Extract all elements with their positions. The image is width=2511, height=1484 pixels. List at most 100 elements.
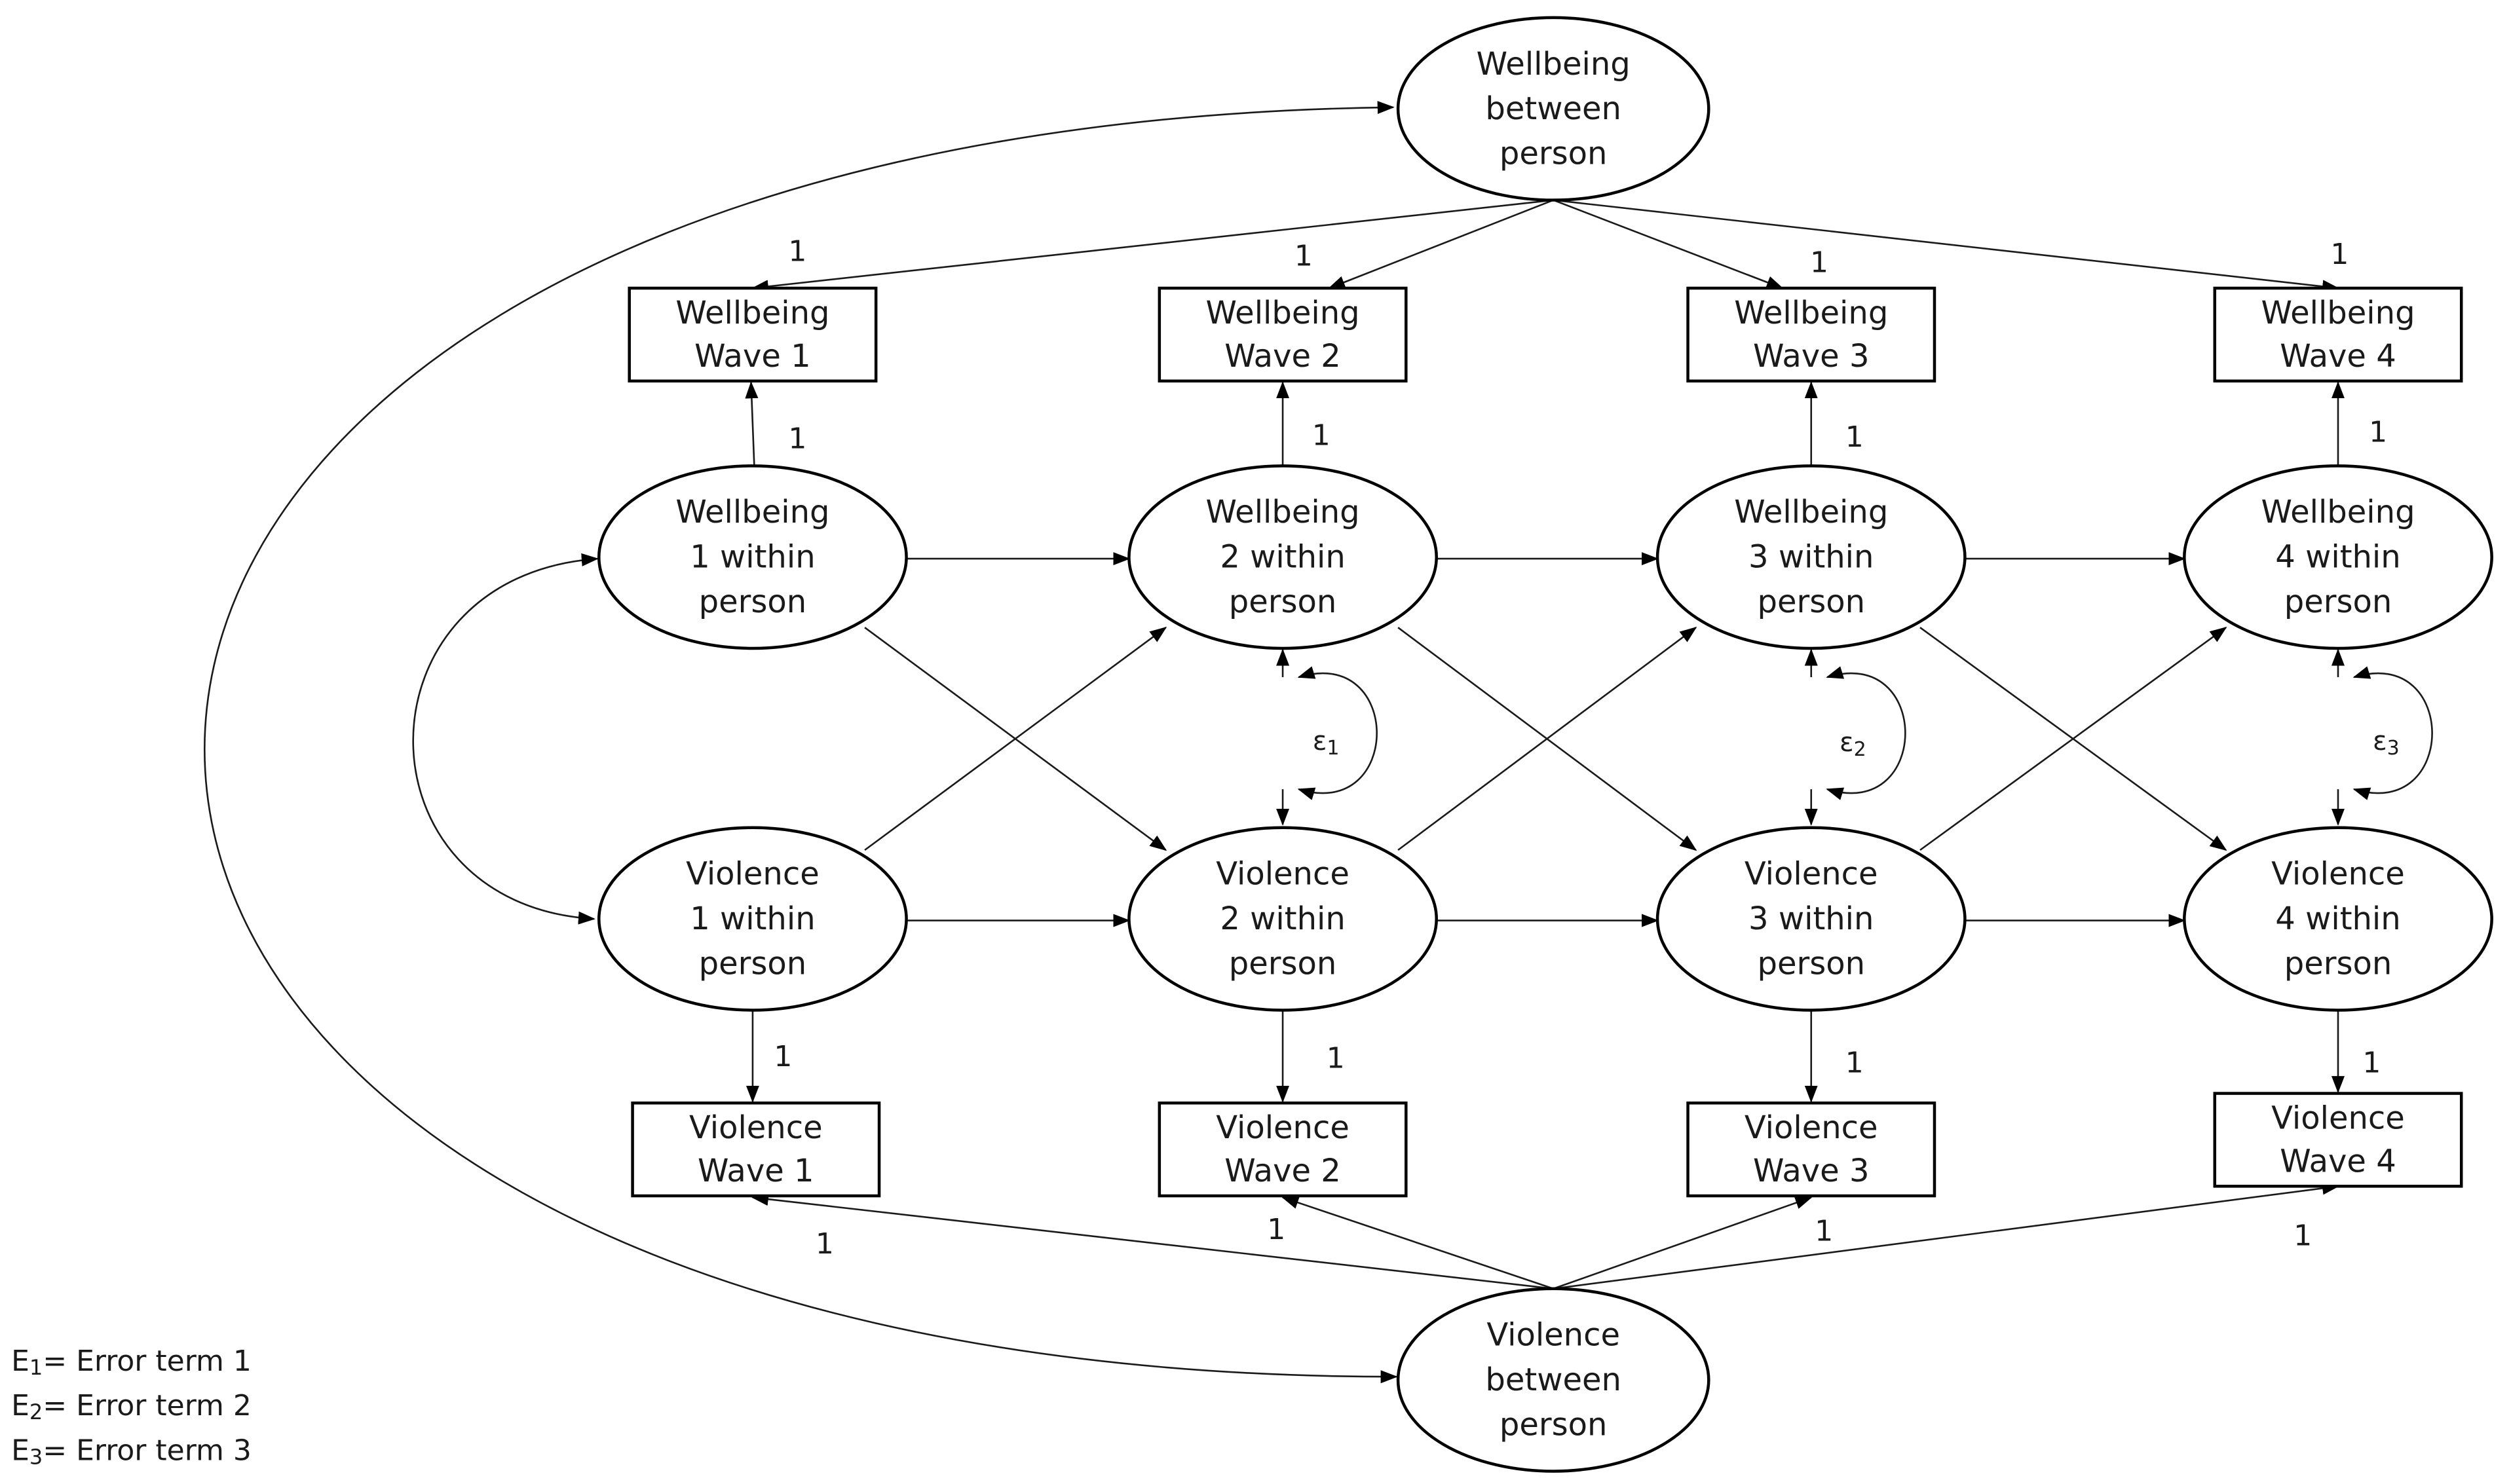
wb-between-label-line-2: between [1485,90,1621,127]
v-between-loading-label-2: 1 [1267,1213,1285,1246]
wb-within-3-label-line-3: person [1757,584,1865,620]
wb-within-4-label-line-1: Wellbeing [2261,494,2415,530]
wb-within-loading-label-3: 1 [1845,420,1864,454]
v-within-4-label-line-2: 4 within [2275,900,2400,937]
v-within-loading-label-2: 1 [1327,1041,1345,1075]
error-term-label-3: ε3 [2373,726,2400,760]
wb-between-loading-label-2: 1 [1294,240,1313,273]
nodes-layer: WellbeingbetweenpersonViolencebetweenper… [597,16,2493,1473]
wb-between-arrow-1 [751,199,1554,293]
v-within-3-node: Violence 3 within person [1655,826,1967,1012]
wb-within-3-label-line-1: Wellbeing [1734,494,1888,530]
v-obs-3-label-line-2: Wave 3 [1753,1153,1870,1189]
v-obs-4-label-line-1: Violence [2271,1100,2405,1136]
v-obs-2-label-line-1: Violence [1216,1109,1350,1146]
error-covariance-loop-3 [2352,666,2433,800]
cross-lag-v-to-wb-arrow-2 [1397,627,1697,851]
v-obs-4-box [2213,1092,2463,1188]
v-between-arrow-3 [1553,1196,1813,1290]
wb-between-arrow-3 [1553,199,1784,289]
v-between-label-line-2: between [1485,1362,1621,1398]
legend-entry-1: E1= Error term 1 [11,1344,252,1380]
v-within-2-ellipse [1127,826,1438,1012]
v-within-1-label-line-1: Violence [686,856,820,893]
wb-between-ellipse [1396,16,1710,202]
wb-obs-4-box [2213,286,2463,383]
wb-within-1-label-line-2: 1 within [690,539,815,576]
wb-between-loading-label-1: 1 [788,234,806,268]
wb-within-2-ellipse [1127,464,1438,650]
wb-within-3-ellipse [1655,464,1967,650]
v-between-loading-label-4: 1 [2294,1219,2312,1253]
wb-obs-1-label-line-1: Wellbeing [675,295,829,331]
legend: E1= Error term 1E2= Error term 2E3= Erro… [11,1344,252,1469]
wb-between-label-line-3: person [1500,136,1608,172]
v-between-arrow-2 [1281,1196,1554,1290]
v-obs-3-box [1686,1101,1936,1198]
error-term-label-1: ε1 [1313,726,1340,760]
v-obs-4-label-line-2: Wave 4 [2280,1143,2396,1179]
v-within-1-label-line-3: person [699,946,807,982]
v-obs-2-label-line-2: Wave 2 [1224,1153,1341,1189]
wb-within-2-label-line-3: person [1229,584,1337,620]
wb-between-loading-label-4: 1 [2330,238,2349,271]
wb-within-2-label-line-1: Wellbeing [1206,494,1360,530]
wb-within-2-label-line-2: 2 within [1220,539,1345,576]
v-within-1-ellipse [597,826,908,1012]
wb-obs-4-label-line-1: Wellbeing [2261,295,2415,331]
v-within-3-label-line-1: Violence [1745,856,1878,893]
wb-between-loading-label-3: 1 [1810,246,1828,279]
wb-within-loading-label-4: 1 [2369,416,2387,449]
v-obs-1-box [631,1101,881,1198]
wb-within-4-ellipse [2183,464,2493,650]
v-between-ellipse [1396,1287,1710,1473]
wb-obs-3-label-line-1: Wellbeing [1734,295,1888,331]
wb-within-loading-label-2: 1 [1312,418,1331,452]
v-obs-2-box [1158,1101,1408,1198]
wb-between-label-line-1: Wellbeing [1477,46,1631,83]
edges-layer [204,101,2433,1384]
cross-lag-v-to-wb-arrow-1 [864,627,1167,851]
v-within-loading-label-4: 1 [2362,1047,2381,1080]
wb-obs-1-box [628,286,878,383]
v-within-3-ellipse [1655,826,1967,1012]
v-within-4-label-line-3: person [2284,946,2392,982]
legend-entry-2: E2= Error term 2 [11,1389,252,1425]
wb-obs-2-box [1158,286,1408,383]
wb-obs-2-label-line-1: Wellbeing [1206,295,1360,331]
v-between-loading-label-1: 1 [816,1227,834,1261]
wb-within-4-label-line-3: person [2284,584,2392,620]
v-between-arrow-4 [1553,1181,2339,1290]
wb-within-1-ellipse [597,464,908,650]
v-within-4-ellipse [2183,826,2493,1012]
between-person-covariance-arrow [204,101,1398,1384]
error-covariance-loop-2 [1826,666,1906,800]
error-term-label-2: ε2 [1840,728,1866,761]
wb-within-loading-label-1: 1 [788,422,806,455]
v-obs-1-label-line-2: Wave 1 [698,1153,814,1189]
wb-obs-3-box [1686,286,1936,383]
v-within-loading-label-3: 1 [1845,1047,1864,1080]
wb-between-node: Wellbeing between person [1396,16,1710,202]
wb-within-3-label-line-2: 3 within [1748,539,1874,576]
wb-obs-1-label-line-2: Wave 1 [694,338,811,375]
v-within-3-label-line-3: person [1757,946,1865,982]
wb-obs-2-label-line-2: Wave 2 [1224,338,1341,375]
wb-between-arrow-4 [1553,199,2339,293]
v-within-2-label-line-1: Violence [1216,856,1350,893]
wb-within-3-node: Wellbeing 3 within person [1655,464,1967,650]
v-within-3-label-line-2: 3 within [1748,900,1874,937]
wb-obs-3-label-line-2: Wave 3 [1753,338,1870,375]
